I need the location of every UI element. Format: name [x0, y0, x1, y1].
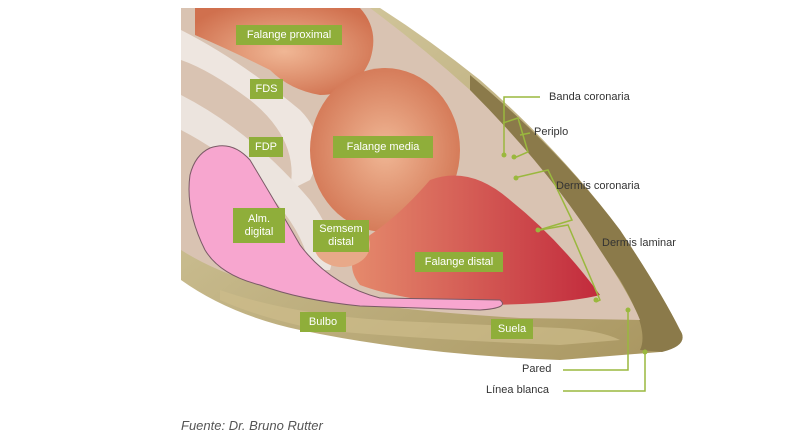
callout-dermis-coronaria: Dermis coronaria	[556, 180, 640, 192]
callout-banda-coronaria: Banda coronaria	[549, 91, 630, 103]
callout-periplo: Periplo	[534, 126, 569, 138]
tendon-fdp	[181, 95, 333, 270]
dot-periplo	[511, 154, 517, 160]
dot-dermis-coronaria	[513, 175, 519, 181]
leader-dermis-coronaria	[513, 169, 574, 231]
label-alm-digital: Alm. digital	[233, 208, 285, 243]
dot-linea-blanca	[642, 349, 648, 355]
label-bulbo: Bulbo	[300, 312, 346, 332]
label-fdp: FDP	[249, 137, 283, 157]
label-falange-proximal: Falange proximal	[236, 25, 342, 45]
label-falange-media: Falange media	[333, 136, 433, 158]
bone-falange-distal	[352, 175, 600, 305]
dot-pared	[625, 307, 631, 313]
leader-lines	[502, 96, 646, 392]
leader-dots	[501, 152, 648, 355]
almohadilla-digital	[188, 145, 503, 311]
tendon-fds	[181, 30, 318, 190]
hoof-wall	[470, 75, 683, 352]
leader-pared	[563, 310, 629, 371]
callout-linea-blanca: Línea blanca	[486, 384, 549, 396]
label-suela: Suela	[491, 319, 533, 339]
label-fds: FDS	[250, 79, 283, 99]
callout-pared: Pared	[522, 363, 552, 375]
label-falange-distal: Falange distal	[415, 252, 503, 272]
dot-banda-coronaria	[501, 152, 507, 158]
label-semsem-distal: Semsem distal	[313, 220, 369, 252]
dot-dermis-laminar-tip	[593, 297, 599, 303]
leader-banda-coronaria	[503, 96, 540, 155]
source-caption: Fuente: Dr. Bruno Rutter	[181, 418, 323, 433]
dot-dermis-laminar	[535, 227, 541, 233]
callout-dermis-laminar: Dermis laminar	[602, 237, 676, 249]
leader-periplo-arm	[519, 132, 531, 136]
leader-linea-blanca	[563, 352, 646, 392]
